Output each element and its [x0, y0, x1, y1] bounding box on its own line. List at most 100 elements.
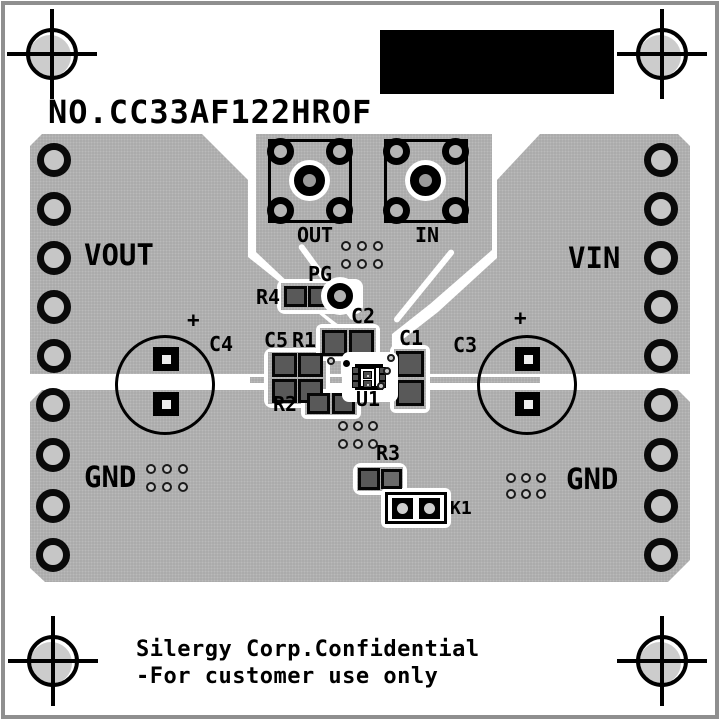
u1-via [387, 354, 395, 362]
fiducial-top-right [617, 9, 707, 99]
footer-line2: -For customer use only [136, 664, 439, 689]
u1-pin [352, 367, 359, 374]
r3-pad [358, 468, 380, 490]
via [353, 439, 363, 449]
fiducial-top-left [7, 9, 97, 99]
connector-corner-pad [442, 138, 469, 165]
via [178, 482, 188, 492]
c3-pad [515, 392, 540, 416]
u1-ic-footprint [342, 352, 398, 402]
k1-pin-pad [392, 498, 413, 519]
c1-label: C1 [399, 326, 424, 350]
r3-label: R3 [376, 441, 401, 465]
c2-pad [322, 330, 347, 356]
in-connector-footprint [383, 138, 469, 224]
r2-label: R2 [273, 392, 298, 416]
c4-polarity-plus: + [187, 308, 200, 332]
fiducial-crosshair [660, 9, 664, 99]
via [536, 489, 546, 499]
fiducial-bottom-right [617, 616, 707, 706]
through-hole-pad [36, 538, 70, 572]
via [357, 241, 367, 251]
through-hole-pad [644, 438, 678, 472]
r1-pad [298, 353, 323, 377]
u1-outline-bar [355, 386, 383, 390]
through-hole-pad [36, 388, 70, 422]
through-hole-pad [37, 241, 71, 275]
u1-pin [352, 381, 359, 388]
u1-body-pad-dot [367, 384, 369, 386]
u1-label: U1 [356, 387, 381, 411]
u1-body-pad-dot [367, 375, 369, 377]
via [368, 439, 378, 449]
gnd-right-label: GND [566, 462, 619, 496]
gnd-left-label: GND [84, 460, 137, 494]
through-hole-pad [37, 339, 71, 373]
via [162, 464, 172, 474]
through-hole-pad [37, 192, 71, 226]
pg-testpoint [327, 283, 353, 309]
via [146, 482, 156, 492]
through-hole-pad [644, 241, 678, 275]
via [536, 473, 546, 483]
c4-label: C4 [209, 332, 234, 356]
u1-pin [379, 374, 386, 381]
c5-pad [272, 379, 297, 403]
label-block [380, 30, 614, 94]
through-hole-pad [644, 143, 678, 177]
fiducial-crosshair [50, 9, 54, 99]
c3-pad-hole [524, 355, 533, 364]
k1-jumper [385, 492, 447, 524]
fiducial-bottom-left [8, 616, 98, 706]
r1-label: R1 [292, 328, 317, 352]
c4-pad [153, 347, 179, 371]
via [521, 489, 531, 499]
via [341, 259, 351, 269]
through-hole-pad [644, 388, 678, 422]
k1-jumper-body [388, 495, 444, 521]
r4-label: R4 [256, 285, 281, 309]
fiducial-crosshair [51, 616, 55, 706]
via [373, 259, 383, 269]
k1-pin-hole [397, 503, 408, 514]
via [506, 489, 516, 499]
u1-via [377, 382, 385, 390]
c2-label: C2 [351, 304, 376, 328]
fiducial-crosshair [660, 616, 664, 706]
vout-label: VOUT [84, 238, 154, 272]
connector-center-hole [294, 165, 325, 196]
k1-pin-pad [419, 498, 440, 519]
through-hole-pad [644, 290, 678, 324]
through-hole-pad [36, 489, 70, 523]
connector-corner-pad [326, 138, 353, 165]
via [373, 241, 383, 251]
c5-label: C5 [264, 328, 289, 352]
through-hole-pad [37, 290, 71, 324]
r2-pad [307, 393, 330, 414]
via [178, 464, 188, 474]
u1-via [327, 357, 335, 365]
through-hole-pad [644, 489, 678, 523]
c4-capacitor-outline [115, 335, 215, 435]
c3-pad-hole [524, 400, 533, 409]
via [506, 473, 516, 483]
c4-pad-hole [162, 400, 171, 409]
via [353, 421, 363, 431]
through-hole-pad [36, 438, 70, 472]
c5-pad [272, 353, 297, 377]
vin-label: VIN [568, 241, 621, 275]
k1-label: K1 [450, 498, 472, 519]
board-part-number: NO.CC33AF122HROF [48, 93, 373, 131]
r4-pad [284, 286, 307, 307]
u1-outline-bar [355, 364, 383, 368]
via [338, 421, 348, 431]
via [146, 464, 156, 474]
connector-corner-pad [442, 197, 469, 224]
via [368, 421, 378, 431]
c3-label: C3 [453, 333, 478, 357]
through-hole-pad [37, 143, 71, 177]
footer-line1: Silergy Corp.Confidential [136, 637, 480, 662]
u1-body-pad [363, 380, 372, 388]
